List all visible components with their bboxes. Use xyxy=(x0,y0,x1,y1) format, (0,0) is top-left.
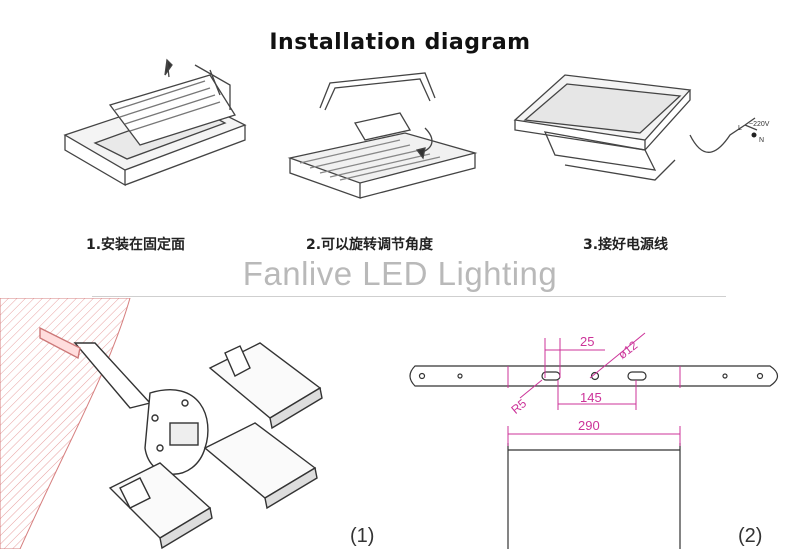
terminal-dot xyxy=(751,132,757,138)
dim-slot-width: 25 xyxy=(580,334,594,349)
figure-2-label: (2) xyxy=(738,525,763,547)
neutral-terminal-label: N xyxy=(759,137,764,144)
dim-slot-spacing: 145 xyxy=(580,390,602,405)
page-title: Installation diagram xyxy=(269,30,531,55)
live-terminal-label: L xyxy=(738,125,742,132)
pole-section xyxy=(0,298,131,549)
dim-hole: ø12 xyxy=(615,338,640,362)
step2-caption: 2.可以旋转调节角度 xyxy=(306,237,434,253)
step1-caption: 1.安装在固定面 xyxy=(86,237,186,253)
wiring-labels: ~220V L N xyxy=(738,121,770,144)
step3-caption: 3.接好电源线 xyxy=(583,237,669,253)
section-divider xyxy=(92,296,726,297)
dim-radius: R5 xyxy=(508,396,529,417)
step2-illustration xyxy=(287,72,478,199)
bracket-dimension-drawing: 25 ø12 R5 145 290 xyxy=(409,332,779,549)
dim-width: 290 xyxy=(578,418,600,433)
pole-mount-diagram xyxy=(0,298,323,549)
watermark: Fanlive LED Lighting xyxy=(242,255,558,292)
figure-1-label: (1) xyxy=(350,525,375,547)
step3-illustration: ~220V L N xyxy=(513,74,770,181)
voltage-label: ~220V xyxy=(749,121,770,128)
step1-illustration xyxy=(63,58,247,187)
